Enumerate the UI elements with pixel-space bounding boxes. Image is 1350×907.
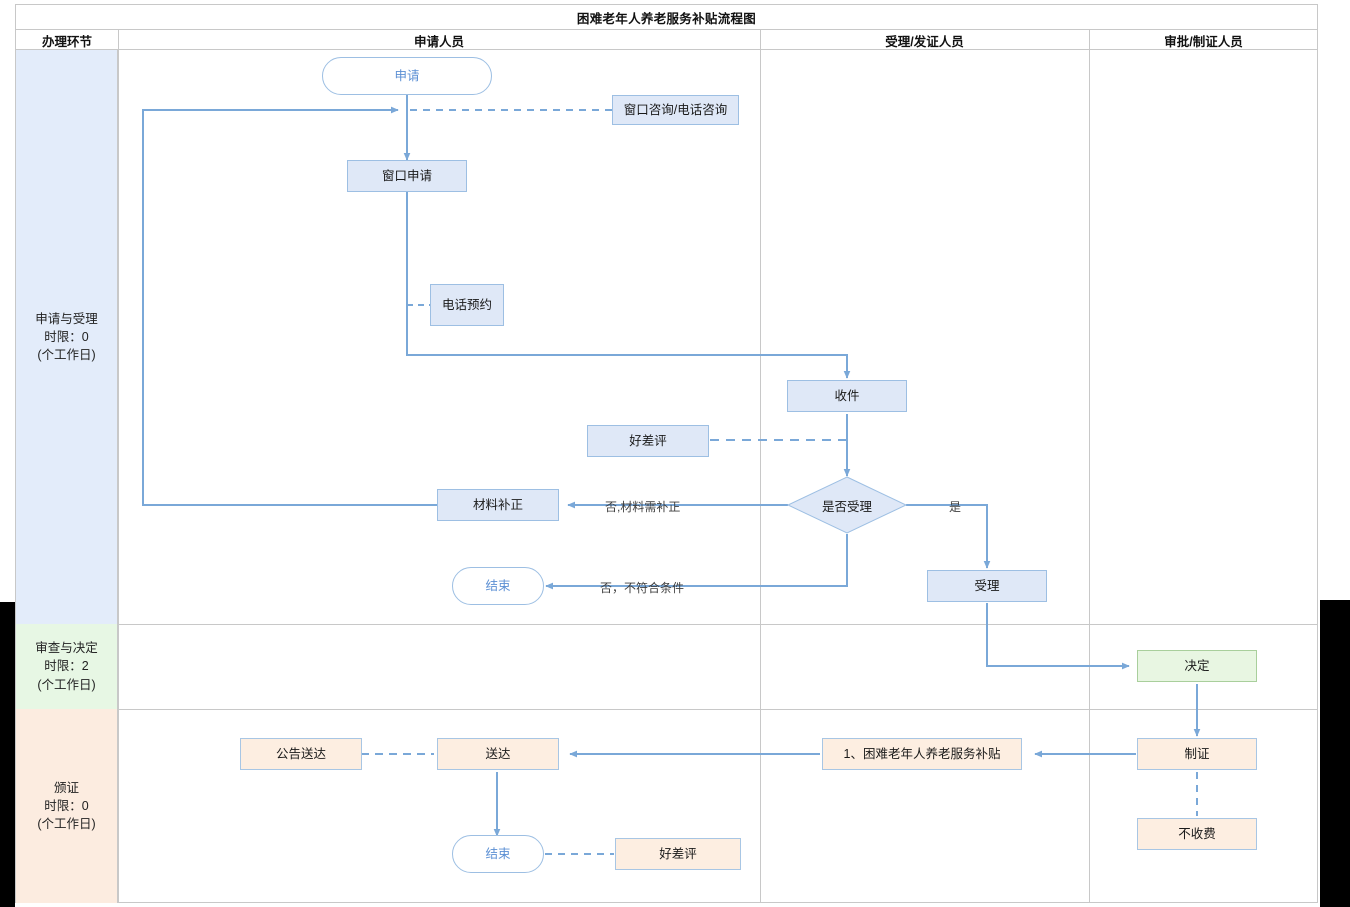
- stage-cell-certification: 颁证 时限：0 (个工作日): [16, 709, 118, 903]
- stage-3-name: 颁证: [53, 780, 79, 795]
- node-no-fee[interactable]: 不收费: [1137, 818, 1257, 850]
- chart-title: 困难老年人养老服务补贴流程图: [576, 11, 757, 26]
- stage-2-limit: 时限：2: [44, 659, 89, 674]
- node-material-fix-label: 材料补正: [472, 497, 523, 512]
- stage-cell-review: 审查与决定 时限：2 (个工作日): [16, 624, 118, 709]
- node-decide-accept-label: 是否受理: [821, 499, 872, 514]
- row-divider-1: [16, 624, 1317, 625]
- column-header-stage: 办理环节: [41, 34, 92, 49]
- stage-1-unit: (个工作日): [37, 348, 96, 363]
- stage-3-limit: 时限：0: [44, 798, 89, 813]
- node-decide-accept[interactable]: 是否受理: [800, 493, 894, 517]
- node-make-cert[interactable]: 制证: [1137, 738, 1257, 770]
- node-deliver-label: 送达: [485, 746, 511, 761]
- node-end-bottom[interactable]: 结束: [452, 835, 544, 873]
- node-accept[interactable]: 受理: [927, 570, 1047, 602]
- node-subsidy-item-label: 1、困难老年人养老服务补贴: [843, 746, 1001, 761]
- stage-3-unit: (个工作日): [37, 817, 96, 832]
- node-material-fix[interactable]: 材料补正: [437, 489, 559, 521]
- page-bleed-right: [1320, 600, 1350, 907]
- column-header-row: 办理环节 申请人员 受理/发证人员 审批/制证人员: [16, 30, 1317, 50]
- node-decision[interactable]: 决定: [1137, 650, 1257, 682]
- node-receive-label: 收件: [834, 388, 860, 403]
- stage-1-name: 申请与受理: [35, 311, 98, 326]
- node-phone-booking-label: 电话预约: [441, 297, 492, 312]
- stage-cell-application: 申请与受理 时限：0 (个工作日): [16, 50, 118, 624]
- node-public-deliver[interactable]: 公告送达: [240, 738, 362, 770]
- chart-title-row: 困难老年人养老服务补贴流程图: [16, 5, 1317, 30]
- node-review-bottom[interactable]: 好差评: [615, 838, 741, 870]
- node-apply-label: 申请: [394, 68, 420, 83]
- node-end-top[interactable]: 结束: [452, 567, 544, 605]
- stage-2-name: 审查与决定: [35, 641, 98, 656]
- node-apply[interactable]: 申请: [322, 57, 492, 95]
- stage-1-limit: 时限：0: [44, 329, 89, 344]
- node-receive[interactable]: 收件: [787, 380, 907, 412]
- node-phone-booking[interactable]: 电话预约: [430, 284, 504, 326]
- node-review-top[interactable]: 好差评: [587, 425, 709, 457]
- node-window-apply-label: 窗口申请: [381, 168, 432, 183]
- node-make-cert-label: 制证: [1184, 746, 1210, 761]
- column-divider-1: [118, 30, 119, 902]
- node-review-bottom-label: 好差评: [659, 846, 697, 861]
- stage-2-unit: (个工作日): [37, 677, 96, 692]
- column-header-acceptor: 受理/发证人员: [885, 34, 964, 49]
- node-end-bottom-label: 结束: [485, 846, 511, 861]
- node-decision-label: 决定: [1184, 658, 1210, 673]
- page-bleed-left: [0, 602, 15, 907]
- edge-label-yes: 是: [949, 500, 962, 514]
- edge-label-need-fix: 否,材料需补正: [605, 500, 681, 514]
- node-window-apply[interactable]: 窗口申请: [347, 160, 467, 192]
- node-accept-label: 受理: [974, 578, 1000, 593]
- column-header-applicant: 申请人员: [413, 34, 464, 49]
- edge-label-not-qualify: 否，不符合条件: [600, 581, 685, 595]
- node-no-fee-label: 不收费: [1178, 826, 1216, 841]
- node-review-top-label: 好差评: [629, 433, 667, 448]
- row-divider-2: [16, 709, 1317, 710]
- column-header-approver: 审批/制证人员: [1164, 34, 1243, 49]
- node-end-top-label: 结束: [485, 578, 511, 593]
- node-subsidy-item[interactable]: 1、困难老年人养老服务补贴: [822, 738, 1022, 770]
- node-public-deliver-label: 公告送达: [275, 746, 326, 761]
- column-divider-3: [1089, 30, 1090, 902]
- column-divider-2: [760, 30, 761, 902]
- node-consult-label: 窗口咨询/电话咨询: [623, 102, 728, 117]
- node-deliver[interactable]: 送达: [437, 738, 559, 770]
- node-consult[interactable]: 窗口咨询/电话咨询: [612, 95, 739, 125]
